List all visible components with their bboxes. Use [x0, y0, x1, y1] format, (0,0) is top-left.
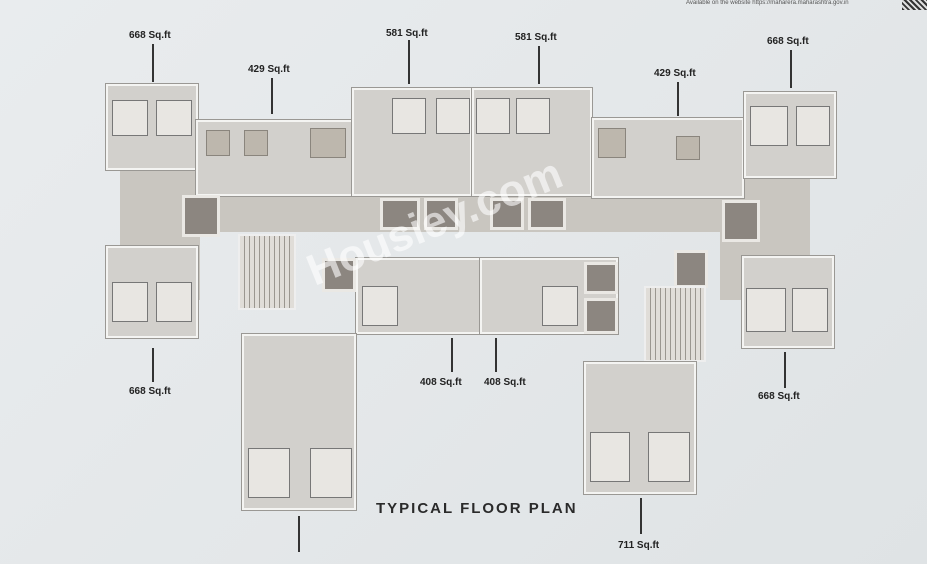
- unit-area-label: 711 Sq.ft: [618, 540, 660, 551]
- plan-title: TYPICAL FLOOR PLAN: [376, 500, 578, 517]
- unit-area-label: 408 Sq.ft: [484, 377, 526, 388]
- qr-code: [902, 0, 927, 10]
- unit-area-label: 668 Sq.ft: [758, 391, 800, 402]
- staircase-left: [238, 234, 296, 310]
- unit-area-label: 581 Sq.ft: [515, 32, 557, 43]
- unit-area-label: 581 Sq.ft: [386, 28, 428, 39]
- unit-429-right: [592, 118, 744, 198]
- unit-area-label: 668 Sq.ft: [129, 30, 171, 41]
- unit-area-label: 429 Sq.ft: [248, 64, 290, 75]
- unit-area-label: 668 Sq.ft: [129, 386, 171, 397]
- unit-area-label: 408 Sq.ft: [420, 377, 462, 388]
- unit-area-label: 668 Sq.ft: [767, 36, 809, 47]
- staircase-right: [644, 286, 706, 362]
- rera-website-note: Available on the website https://maharer…: [686, 0, 849, 6]
- unit-area-label: 429 Sq.ft: [654, 68, 696, 79]
